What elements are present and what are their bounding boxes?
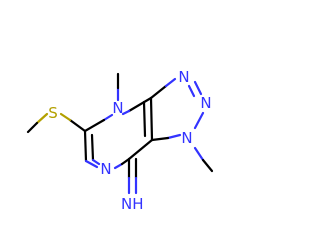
- bond-n1-methyl: [201, 158, 214, 173]
- bond-c3a-n3: [149, 84, 168, 100]
- bond-c3a-n4: [127, 96, 153, 113]
- bond-n4-c5: [83, 118, 106, 133]
- bond-n4-c5-nside: [102, 113, 114, 122]
- bond-c5-n6: [83, 129, 88, 163]
- bond-n2-n1: [193, 111, 205, 130]
- atom-imine-nh: NH: [121, 195, 144, 213]
- bond-c5-s-sside: [59, 112, 72, 122]
- bond-n1-methyl-nside: [193, 146, 205, 162]
- bond-n1-c7a-nside: [166, 133, 182, 140]
- atom-n4: N: [112, 99, 123, 117]
- atom-n1: N: [181, 129, 192, 147]
- bond-c5-n6-inner: [90, 133, 95, 162]
- bond-c3a-n3-nside: [164, 77, 177, 88]
- bond-s-methyl: [26, 121, 39, 134]
- molecule-structure: N N N N S N NH: [26, 68, 214, 213]
- bond-c5-n6-nside-inner: [91, 158, 101, 166]
- bond-n3-n2-inner: [187, 84, 196, 98]
- bond-c5-n6-nside: [84, 159, 99, 169]
- bond-n1-c7a: [150, 136, 170, 142]
- bond-c3a-c7a: [149, 96, 154, 142]
- atom-n6: N: [100, 160, 111, 178]
- bond-n3-n2: [193, 80, 203, 96]
- bond-c7-c7a: [127, 138, 154, 161]
- atom-s: S: [48, 104, 58, 122]
- bond-c5-s: [68, 118, 87, 133]
- atom-n-triazole-top: N: [178, 68, 189, 86]
- atom-n-triazole-right: N: [200, 94, 211, 112]
- bond-s-methyl-sside: [35, 112, 49, 125]
- bond-n4-c3a-nside: [121, 109, 131, 116]
- bond-c3a-c7a-inner: [142, 100, 147, 138]
- bond-n6-c7-nside: [113, 162, 124, 170]
- bond-n6-c7: [120, 157, 131, 166]
